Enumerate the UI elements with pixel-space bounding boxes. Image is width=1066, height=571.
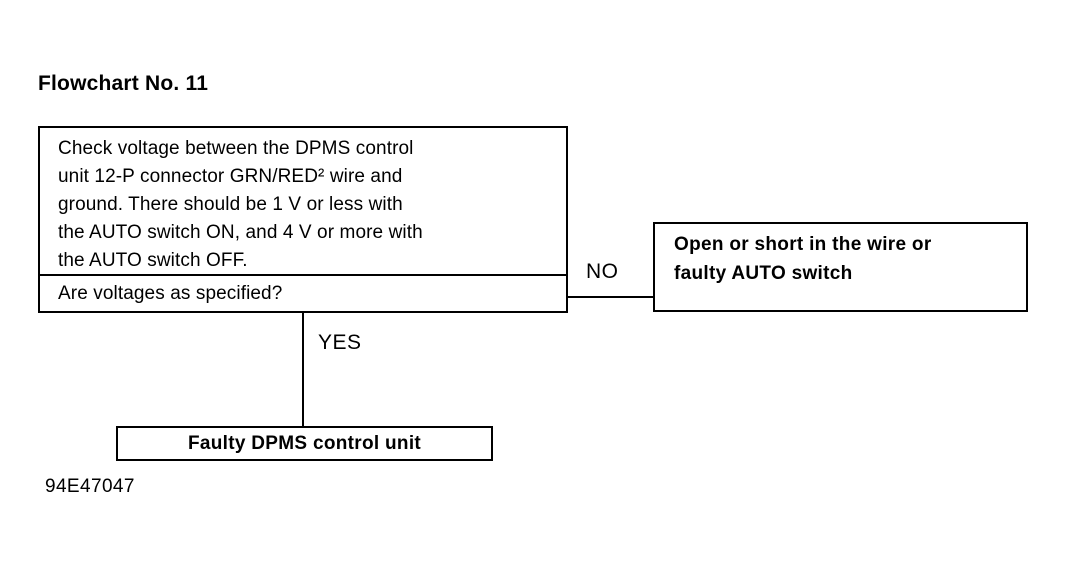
yes-result-box: Faulty DPMS control unit [116,426,493,461]
yes-branch-connector [302,313,304,426]
decision-question-text: Are voltages as specified? [58,282,283,304]
decision-body: Check voltage between the DPMS control u… [40,128,566,276]
no-branch-label: NO [586,260,619,283]
no-result-text: Open or short in the wire or faulty AUTO… [674,234,932,284]
page-title: Flowchart No. 11 [38,72,209,95]
no-branch-connector [568,296,655,298]
yes-result-text: Faulty DPMS control unit [187,432,422,454]
decision-question-row: Are voltages as specified? [40,276,566,311]
no-result-box: Open or short in the wire or faulty AUTO… [653,222,1028,312]
figure-caption: 94E47047 [45,476,135,497]
decision-body-text: Check voltage between the DPMS control u… [58,138,423,271]
yes-branch-label: YES [318,331,362,354]
decision-box: Check voltage between the DPMS control u… [38,126,568,313]
